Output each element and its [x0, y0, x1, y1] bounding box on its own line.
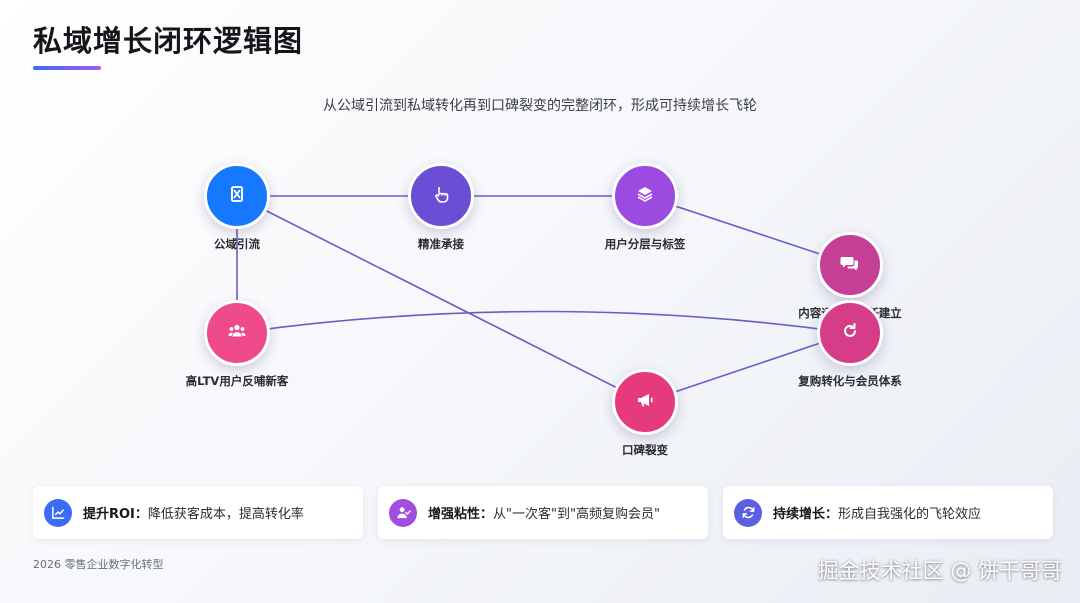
card-title-growth: 持续增长：: [773, 507, 839, 522]
card-title-stickiness: 增强粘性：: [428, 507, 494, 522]
page-subtitle: 从公域引流到私域转化再到口碑裂变的完整闭环，形成可持续增长飞轮: [323, 98, 757, 114]
node-content-operation[interactable]: [817, 232, 883, 298]
megaphone-icon: [635, 390, 655, 414]
benefit-card-growth: 持续增长：形成自我强化的飞轮效应: [723, 486, 1053, 539]
watermark: 掘金技术社区 @ 饼干哥哥: [817, 559, 1062, 583]
hand-pointer-icon: [431, 184, 451, 208]
link-wordofmouth-repurchase: [644, 332, 851, 403]
qr-code-icon: [227, 184, 247, 208]
node-label-wordofmouth: 口碑裂变: [622, 443, 668, 457]
link-public-wordofmouth: [236, 195, 646, 403]
link-layer-content: [644, 195, 851, 265]
chat-bubbles-icon: [840, 253, 860, 277]
title-underline: [33, 66, 101, 70]
node-high-ltv[interactable]: [204, 300, 270, 366]
node-label-public: 公域引流: [214, 237, 260, 251]
benefit-card-stickiness: 增强粘性：从"一次客"到"高频复购会员": [378, 486, 708, 539]
node-label-ltv: 高LTV用户反哺新客: [185, 374, 289, 388]
card-text-roi: 降低获客成本，提高转化率: [147, 507, 304, 522]
chart-line-icon: [44, 498, 72, 527]
node-label-repurchase: 复购转化与会员体系: [798, 374, 902, 388]
refresh-icon: [840, 321, 860, 345]
node-word-of-mouth[interactable]: [612, 369, 678, 435]
link-ltv-repurchase: [236, 310, 851, 334]
node-label-layer: 用户分层与标签: [604, 237, 686, 251]
card-text-growth: 形成自我强化的飞轮效应: [838, 507, 982, 522]
node-user-layering[interactable]: [612, 163, 678, 229]
benefit-card-roi: 提升ROI：降低获客成本，提高转化率: [33, 486, 363, 539]
page-title: 私域增长闭环逻辑图: [33, 24, 304, 58]
node-repurchase-membership[interactable]: [817, 300, 883, 366]
footer-caption: 2026 零售企业数字化转型: [33, 558, 164, 571]
node-precise-handling[interactable]: [408, 163, 474, 229]
user-check-icon: [389, 498, 417, 527]
node-public-traffic[interactable]: [204, 163, 270, 229]
user-group-icon: [227, 321, 247, 345]
layers-icon: [635, 184, 655, 208]
card-title-roi: 提升ROI：: [83, 507, 148, 522]
card-text-stickiness: 从"一次客"到"高频复购会员": [493, 507, 660, 522]
node-label-precise: 精准承接: [418, 237, 464, 251]
sync-icon: [734, 498, 762, 527]
